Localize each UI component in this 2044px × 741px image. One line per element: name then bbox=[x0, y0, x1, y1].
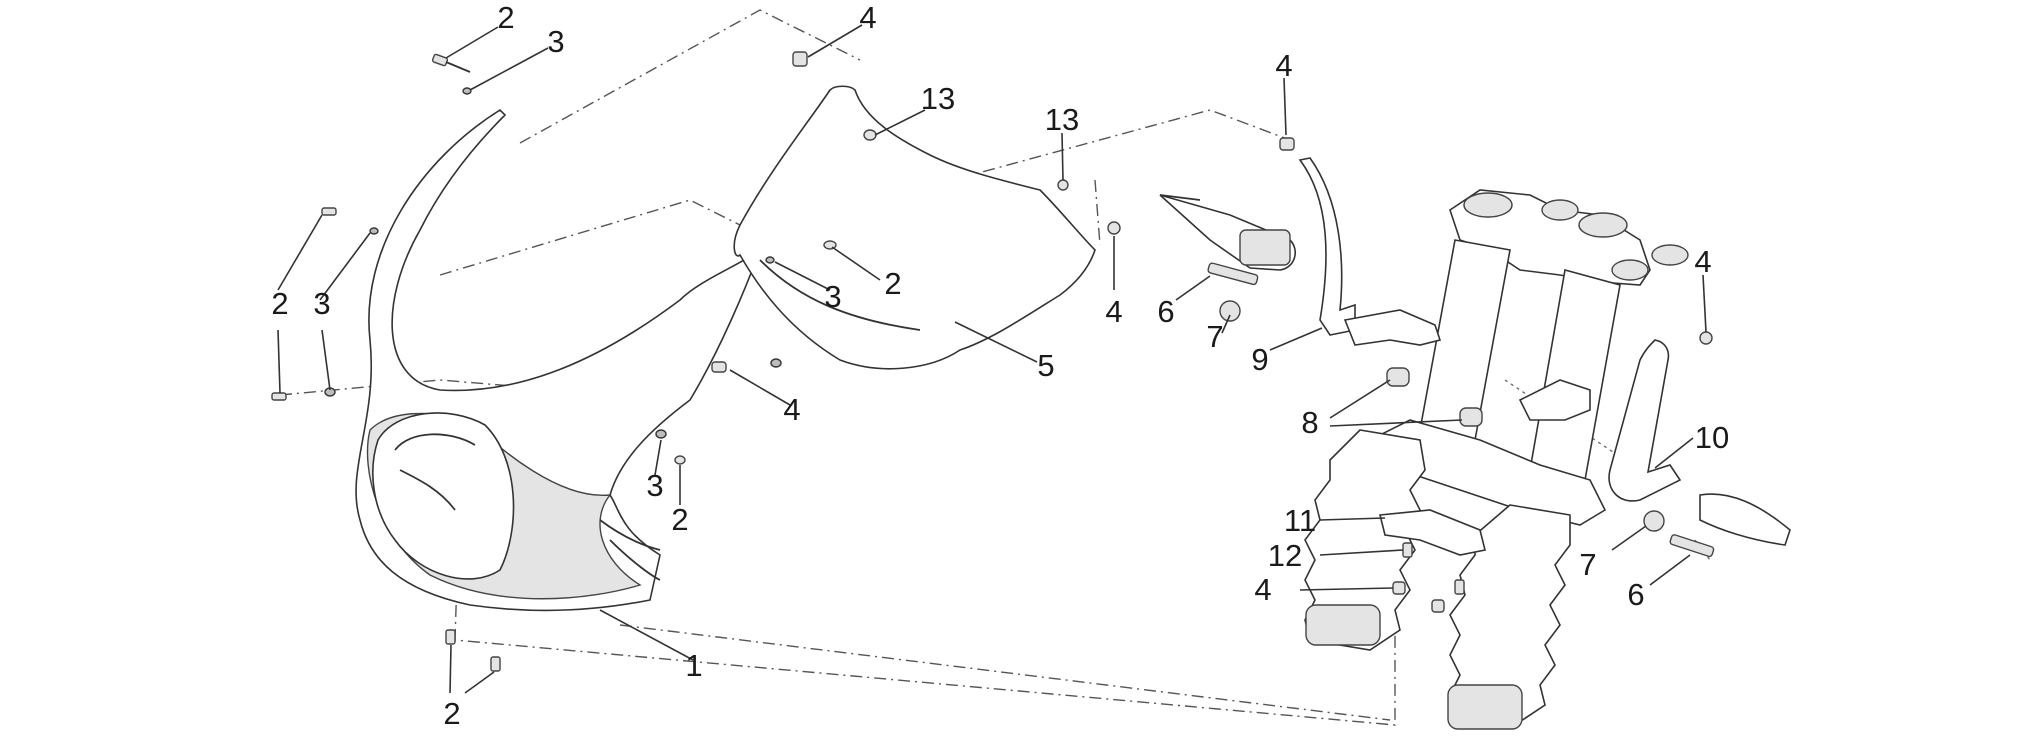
callout-4: 4 bbox=[1694, 244, 1711, 279]
callout-2: 2 bbox=[443, 696, 460, 731]
callout-4: 4 bbox=[1275, 48, 1292, 83]
callout-4: 4 bbox=[859, 0, 876, 35]
callout-2: 2 bbox=[497, 0, 514, 35]
callout-13: 13 bbox=[921, 81, 955, 116]
hardware-parts bbox=[271, 51, 1121, 672]
callout-3: 3 bbox=[646, 468, 663, 503]
callout-5: 5 bbox=[1037, 348, 1054, 383]
callout-4: 4 bbox=[1105, 294, 1122, 329]
callout-12: 12 bbox=[1268, 538, 1302, 573]
callout-3: 3 bbox=[313, 286, 330, 321]
headlight-bracket-parts bbox=[1159, 137, 1791, 558]
callout-4: 4 bbox=[783, 392, 800, 427]
callout-1: 1 bbox=[685, 648, 702, 683]
callout-6: 6 bbox=[1627, 577, 1644, 612]
callout-labels: 2 3 4 13 13 2 3 3 2 4 4 5 3 2 2 1 4 6 7 … bbox=[271, 0, 1729, 731]
callout-6: 6 bbox=[1157, 294, 1174, 329]
leader-lines bbox=[277, 24, 1707, 694]
callout-11: 11 bbox=[1284, 503, 1316, 538]
fork-assembly bbox=[1304, 189, 1689, 730]
callout-9: 9 bbox=[1251, 342, 1268, 377]
callout-2: 2 bbox=[671, 502, 688, 537]
callout-2: 2 bbox=[884, 266, 901, 301]
callout-3: 3 bbox=[824, 279, 841, 314]
callout-3: 3 bbox=[547, 24, 564, 59]
callout-2: 2 bbox=[271, 286, 288, 321]
callout-7: 7 bbox=[1206, 319, 1223, 354]
callout-7: 7 bbox=[1579, 547, 1596, 582]
fairing-part bbox=[355, 108, 762, 612]
callout-4: 4 bbox=[1254, 572, 1271, 607]
windscreen-part bbox=[733, 85, 1096, 370]
callout-10: 10 bbox=[1695, 420, 1729, 455]
callout-13: 13 bbox=[1045, 102, 1079, 137]
callout-8: 8 bbox=[1301, 405, 1318, 440]
